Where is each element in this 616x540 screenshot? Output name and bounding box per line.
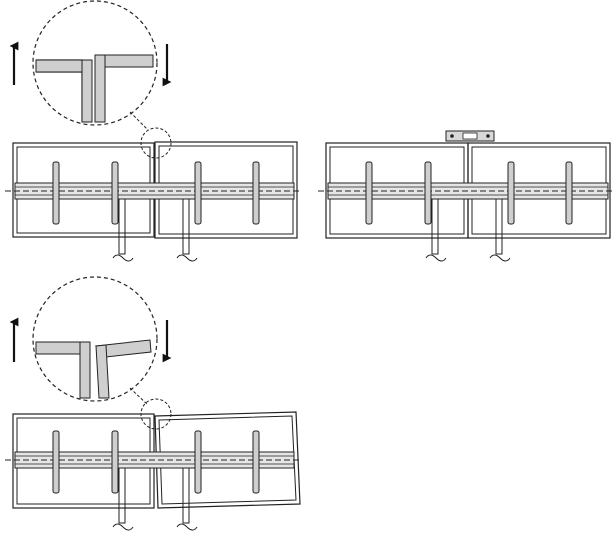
bracket-icon [52, 161, 260, 225]
detail-magnifier-circle [32, 276, 158, 402]
stand-legs [112, 198, 198, 262]
detail-gap-joint [35, 339, 152, 399]
screen-assembly-top-right [318, 130, 614, 262]
detail-step-joint [35, 54, 154, 123]
screen-assembly-bottom-left [5, 411, 302, 531]
panel-bottom-left [9, 276, 172, 430]
panel-top-left [9, 0, 172, 159]
screen-assembly-top-left [5, 141, 302, 262]
